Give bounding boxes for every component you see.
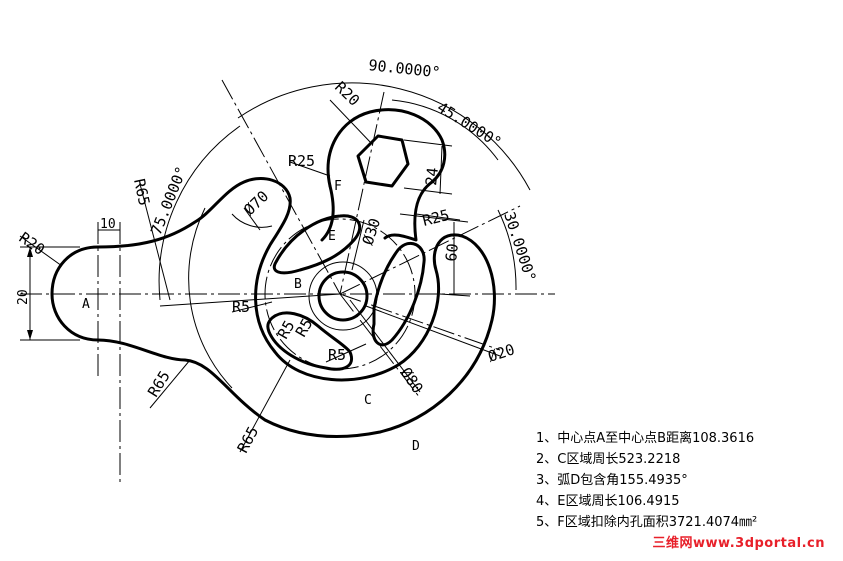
point-d-label: D: [412, 439, 420, 454]
dim-24: 24: [422, 167, 442, 187]
dimension-labels: R20 10 20 R65 R65 R65 75.0000° 90.0000° …: [16, 56, 540, 456]
linear-dims: [19, 99, 501, 453]
point-c-label: C: [364, 393, 372, 408]
slot-lower: [266, 311, 353, 371]
dim-ang90: 90.0000°: [368, 56, 442, 81]
part-outline: [50, 108, 496, 438]
dim-phi70: Ø70: [240, 187, 272, 219]
dim-60: 60: [442, 243, 462, 263]
dim-phi20: Ø20: [486, 340, 517, 365]
dim-r65-lower: R65: [144, 368, 174, 401]
dim-phi80: Ø80: [397, 364, 427, 397]
dim-r65-upper: R65: [130, 177, 153, 207]
dim-r25-right: R25: [421, 206, 452, 230]
dim-10: 10: [100, 217, 116, 232]
point-e-label: E: [328, 229, 336, 244]
note-5: 5、F区域扣除内孔面积3721.4074㎜²: [536, 515, 758, 530]
point-b-label: B: [294, 277, 302, 292]
dim-r5-left: R5: [232, 298, 250, 316]
dimension-arcs: [158, 82, 531, 389]
dim-phi30: Ø30: [359, 216, 384, 247]
note-4: 4、E区域周长106.4915: [536, 494, 680, 509]
dim-r5-b: R5: [292, 315, 317, 340]
slot-e: [272, 214, 362, 275]
dim-r20-left: R20: [16, 229, 49, 259]
dim-ang30: 30.0000°: [500, 210, 539, 284]
notes-list: 1、中心点A至中心点B距离108.3616 2、C区域周长523.2218 3、…: [536, 428, 757, 533]
dim-r65-bottom: R65: [234, 424, 263, 456]
dim-r25-left: R25: [288, 152, 315, 170]
note-1: 1、中心点A至中心点B距离108.3616: [536, 431, 755, 446]
point-f-label: F: [334, 179, 342, 194]
note-2: 2、C区域周长523.2218: [536, 452, 681, 467]
site-watermark[interactable]: 三维网www.3dportal.cn: [652, 536, 825, 551]
point-a-label: A: [82, 297, 90, 312]
hexagon-hole: [356, 134, 410, 188]
center-hole: [317, 270, 369, 322]
dim-r5-bottom: R5: [328, 346, 346, 364]
center-lines: [20, 79, 555, 486]
point-labels: A B C D E F: [82, 179, 420, 454]
dim-20: 20: [16, 289, 31, 305]
slot-right: [371, 241, 426, 347]
outer-contour: [50, 177, 496, 438]
note-3: 3、弧D包含角155.4935°: [536, 473, 688, 488]
